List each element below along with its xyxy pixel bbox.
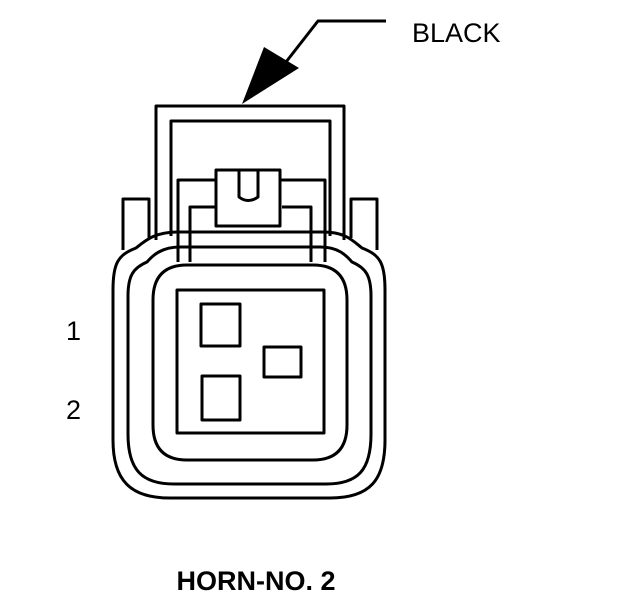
tab-frame-inner-right [282, 205, 313, 262]
tab-frame [176, 178, 327, 262]
connector-body-inner [126, 245, 373, 486]
locking-tab-notch [237, 170, 260, 202]
diagram-title: HORN-NO. 2 [176, 566, 335, 596]
arrowhead [242, 47, 299, 104]
latch-inner [169, 119, 332, 236]
latch-housing [154, 104, 346, 240]
latch-outer [154, 104, 346, 240]
left-ear [121, 197, 151, 250]
right-ear [349, 197, 379, 250]
tab-frame-right [280, 178, 327, 262]
tab-frame-left [176, 178, 217, 262]
cavity-surround [151, 263, 349, 462]
tab-frame-inner-left [188, 205, 216, 262]
callout-leader [242, 19, 386, 104]
pin-label-1: 1 [66, 316, 81, 346]
leader-line [284, 19, 386, 63]
callout-label: BLACK [412, 18, 501, 48]
pin-label-2: 2 [66, 395, 81, 425]
locking-tab [214, 168, 282, 228]
connector-body-outer [111, 230, 387, 500]
terminal-face [175, 288, 326, 435]
terminal-cavity-2 [200, 374, 242, 422]
terminal-cavity-1 [199, 302, 242, 348]
terminal-cavity-3 [262, 345, 303, 379]
